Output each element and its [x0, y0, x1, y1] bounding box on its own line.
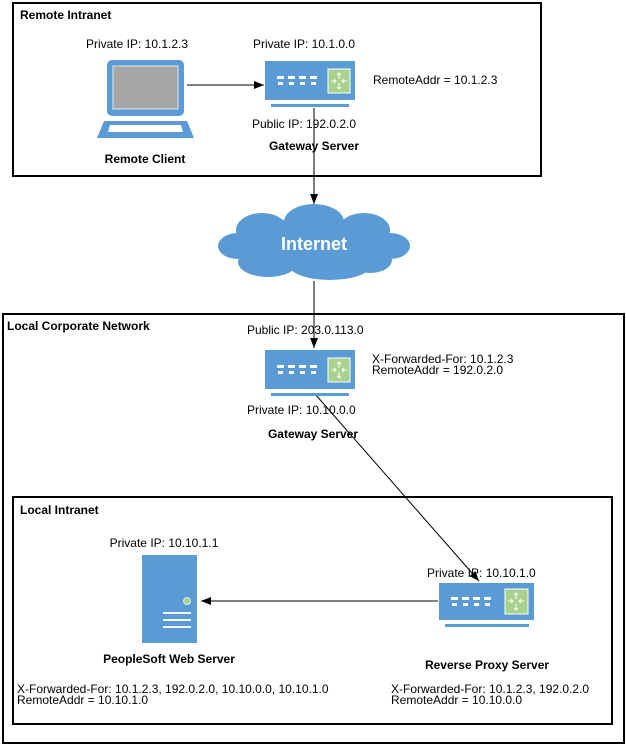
web-server-note: X-Forwarded-For: 10.1.2.3, 192.0.2.0, 10… — [17, 682, 329, 707]
switch-icon — [439, 583, 534, 627]
remote-gateway-note: RemoteAddr = 10.1.2.3 — [373, 73, 498, 87]
zone-local-corporate-title: Local Corporate Network — [7, 319, 150, 333]
zone-local-intranet — [12, 496, 613, 725]
zone-remote-intranet-title: Remote Intranet — [20, 8, 112, 22]
web-server-note-xff: X-Forwarded-For: 10.1.2.3, 192.0.2.0, 10… — [17, 682, 329, 696]
local-gateway-note: X-Forwarded-For: 10.1.2.3 RemoteAddr = 1… — [372, 352, 514, 377]
remote-gateway-name: Gateway Server — [268, 139, 360, 153]
remote-gateway-private-ip: Private IP: 10.1.0.0 — [252, 37, 356, 51]
cloud-icon — [218, 204, 410, 280]
laptop-icon — [97, 60, 194, 138]
local-gateway-note-remoteaddr: RemoteAddr = 192.0.2.0 — [372, 363, 504, 377]
local-gateway-name: Gateway Server — [267, 427, 359, 441]
remote-client-name: Remote Client — [104, 152, 186, 166]
switch-icon — [265, 61, 355, 107]
remote-gateway-public-ip: Public IP: 192.0.2.0 — [251, 117, 357, 131]
server-icon — [142, 555, 197, 643]
reverse-proxy-note: X-Forwarded-For: 10.1.2.3, 192.0.2.0 Rem… — [391, 682, 590, 707]
reverse-proxy-private-ip: Private IP: 10.10.1.0 — [427, 566, 536, 580]
zone-local-intranet-title: Local Intranet — [20, 503, 99, 517]
web-server-name: PeopleSoft Web Server — [103, 652, 235, 666]
reverse-proxy-note-remoteaddr: RemoteAddr = 10.10.0.0 — [391, 693, 523, 707]
connection-local-gateway-to-proxy — [314, 393, 480, 582]
local-gateway-note-xff: X-Forwarded-For: 10.1.2.3 — [372, 352, 514, 366]
local-gateway-public-ip: Public IP: 203.0.113.0 — [247, 323, 364, 337]
zone-remote-intranet — [12, 2, 542, 177]
switch-icon — [265, 350, 355, 396]
web-server-private-ip: Private IP: 10.10.1.1 — [109, 536, 219, 550]
reverse-proxy-name: Reverse Proxy Server — [424, 658, 550, 672]
web-server-note-remoteaddr: RemoteAddr = 10.10.1.0 — [17, 693, 149, 707]
reverse-proxy-note-xff: X-Forwarded-For: 10.1.2.3, 192.0.2.0 — [391, 682, 590, 696]
internet-label: Internet — [280, 234, 348, 254]
remote-client-ip: Private IP: 10.1.2.3 — [85, 37, 189, 51]
local-gateway-private-ip: Private IP: 10.10.0.0 — [247, 403, 356, 417]
